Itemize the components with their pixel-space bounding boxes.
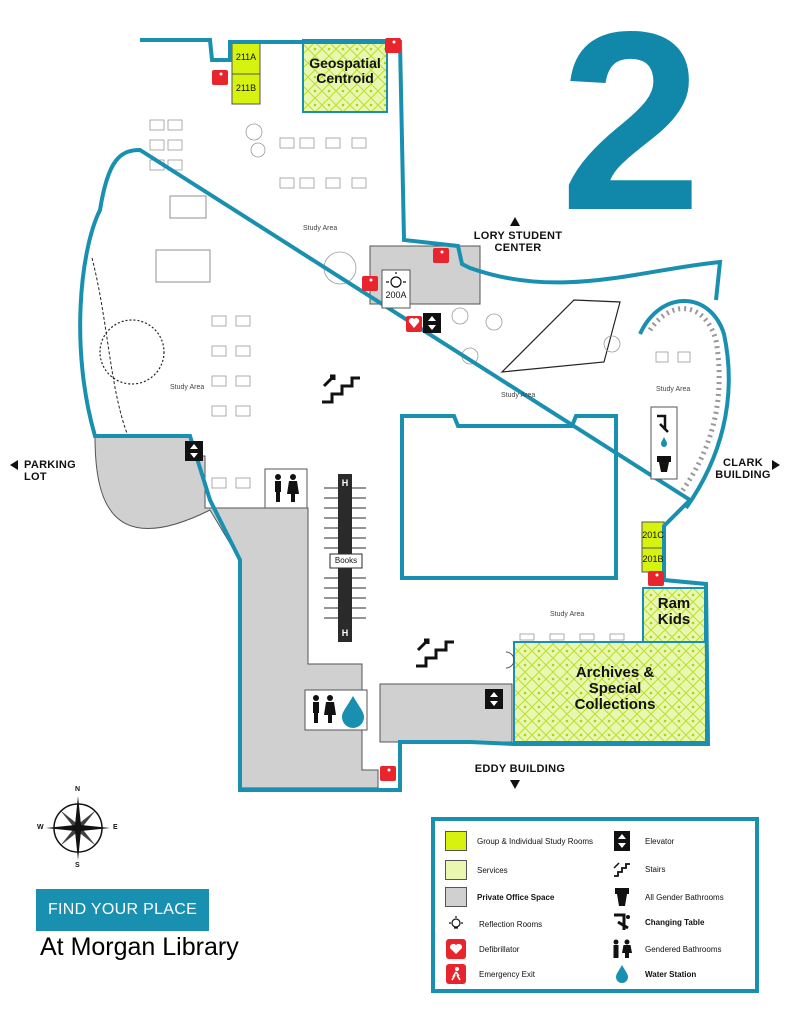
atrium-opening bbox=[400, 414, 618, 580]
find-your-place-banner: FIND YOUR PLACE bbox=[36, 889, 209, 931]
legend-exit: Emergency Exit bbox=[445, 964, 535, 984]
stack-end-marker: H bbox=[341, 478, 349, 488]
room-200a-label: 200A bbox=[385, 290, 407, 300]
skylight-outline bbox=[500, 299, 621, 373]
changing-table-icon bbox=[611, 912, 633, 932]
archive-doors bbox=[505, 651, 515, 669]
book-shelves bbox=[324, 487, 366, 619]
study-area-label: Study Area bbox=[501, 392, 536, 399]
legend-reflection: Reflection Rooms bbox=[445, 914, 542, 934]
emergency-exit-icon bbox=[212, 70, 228, 85]
south-arrow bbox=[510, 780, 520, 789]
south-direction-label: EDDY BUILDING bbox=[474, 763, 566, 775]
reflection-room-icon bbox=[445, 914, 467, 934]
legend-study-rooms: Group & Individual Study Rooms bbox=[445, 831, 593, 851]
emergency-exit-icon bbox=[433, 248, 449, 263]
east-direction-label: CLARK BUILDING bbox=[715, 457, 771, 481]
elevator-icon bbox=[185, 441, 203, 461]
all-gender-bathroom-icon bbox=[611, 887, 633, 907]
study-room-211b[interactable] bbox=[231, 73, 261, 105]
emergency-exit-icon bbox=[380, 766, 396, 781]
east-curved-wall bbox=[638, 299, 731, 510]
room-201b-label: 201B bbox=[642, 554, 664, 564]
compass-north: N bbox=[75, 786, 81, 793]
archives-label: Archives & Special Collections bbox=[574, 664, 656, 713]
room-211a-label: 211A bbox=[235, 52, 257, 62]
compass-south: S bbox=[75, 862, 80, 869]
east-window-seats bbox=[647, 306, 722, 496]
compass-east: E bbox=[113, 824, 118, 831]
defibrillator-icon bbox=[445, 939, 467, 959]
north-direction-label: LORY STUDENT CENTER bbox=[473, 230, 563, 254]
emergency-exit-icon bbox=[385, 38, 401, 53]
elevator-icon bbox=[611, 831, 633, 851]
geospatial-room bbox=[302, 39, 388, 113]
compass-rose-icon bbox=[46, 796, 110, 860]
stairs-icon bbox=[416, 638, 454, 668]
floor-number: 2 bbox=[560, 0, 702, 264]
legend-stairs: Stairs bbox=[611, 859, 665, 879]
emergency-exit-icon bbox=[648, 571, 664, 586]
gendered-bathroom-icon bbox=[264, 468, 308, 509]
books-sign bbox=[329, 553, 363, 569]
archives-room bbox=[513, 641, 707, 743]
legend-services: Services bbox=[445, 860, 508, 880]
west-arrow bbox=[10, 460, 18, 470]
study-area-label: Study Area bbox=[656, 386, 691, 393]
legend-water: Water Station bbox=[611, 964, 696, 984]
defibrillator-icon bbox=[406, 316, 422, 332]
gendered-bathroom-icon bbox=[611, 939, 633, 959]
rotunda-outline bbox=[99, 319, 165, 385]
room-211b-label: 211B bbox=[235, 83, 257, 93]
page-title: At Morgan Library bbox=[40, 933, 239, 961]
reflection-room-icon bbox=[381, 269, 411, 309]
legend-elevator: Elevator bbox=[611, 831, 674, 851]
stack-end-marker: H bbox=[341, 628, 349, 638]
west-curve bbox=[91, 257, 129, 437]
legend-all-gender: All Gender Bathrooms bbox=[611, 887, 724, 907]
map-legend: Group & Individual Study Rooms Services … bbox=[431, 817, 759, 993]
legend-office: Private Office Space bbox=[445, 887, 554, 907]
all-gender-bathroom-icon bbox=[650, 406, 678, 480]
stairs-icon bbox=[322, 374, 360, 404]
east-arrow bbox=[772, 460, 780, 470]
emergency-exit-icon bbox=[445, 964, 467, 984]
legend-changing: Changing Table bbox=[611, 912, 704, 932]
study-area-label: Study Area bbox=[303, 225, 338, 232]
ram-kids-room bbox=[642, 587, 706, 643]
water-station-icon bbox=[342, 696, 364, 728]
books-label: Books bbox=[334, 556, 358, 565]
north-arrow bbox=[510, 217, 520, 226]
elevator-icon bbox=[423, 313, 441, 333]
room-201c-label: 201C bbox=[642, 530, 664, 540]
water-station-icon bbox=[611, 964, 633, 984]
legend-gendered: Gendered Bathrooms bbox=[611, 939, 722, 959]
geospatial-label: Geospatial Centroid bbox=[309, 55, 381, 86]
compass-west: W bbox=[37, 824, 44, 831]
study-area-label: Study Area bbox=[550, 611, 585, 618]
stairs-icon bbox=[611, 859, 633, 879]
west-direction-label: PARKING LOT bbox=[24, 459, 77, 483]
elevator-icon bbox=[485, 689, 503, 709]
legend-defibrillator: Defibrillator bbox=[445, 939, 519, 959]
building-outline bbox=[78, 38, 723, 792]
emergency-exit-icon bbox=[362, 276, 378, 291]
study-area-label: Study Area bbox=[170, 384, 205, 391]
ram-kids-label: Ram Kids bbox=[657, 595, 691, 628]
